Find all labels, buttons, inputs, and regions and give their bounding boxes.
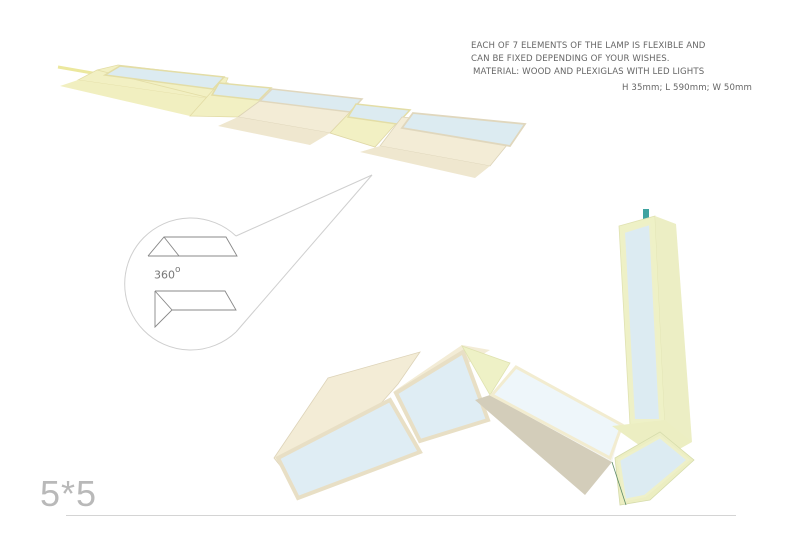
detail-callout — [124, 174, 373, 351]
baseline-divider — [66, 515, 736, 516]
description-line-2: CAN BE FIXED DEPENDING OF YOUR WISHES. — [471, 54, 670, 64]
description-line-3: MATERIAL: WOOD AND PLEXIGLAS WITH LED LI… — [473, 67, 705, 77]
rotation-degree-symbol: o — [175, 265, 181, 275]
page-title: 5*5 — [40, 473, 98, 514]
bent-lamp — [273, 209, 695, 506]
description-line-1: EACH OF 7 ELEMENTS OF THE LAMP IS FLEXIB… — [471, 41, 706, 51]
description-block: EACH OF 7 ELEMENTS OF THE LAMP IS FLEXIB… — [452, 40, 752, 95]
rotation-label: 360o — [154, 265, 181, 282]
rotation-value: 360 — [154, 268, 175, 282]
flat-lamp — [57, 64, 527, 178]
dimensions-text: H 35mm; L 590mm; W 50mm — [622, 83, 752, 93]
